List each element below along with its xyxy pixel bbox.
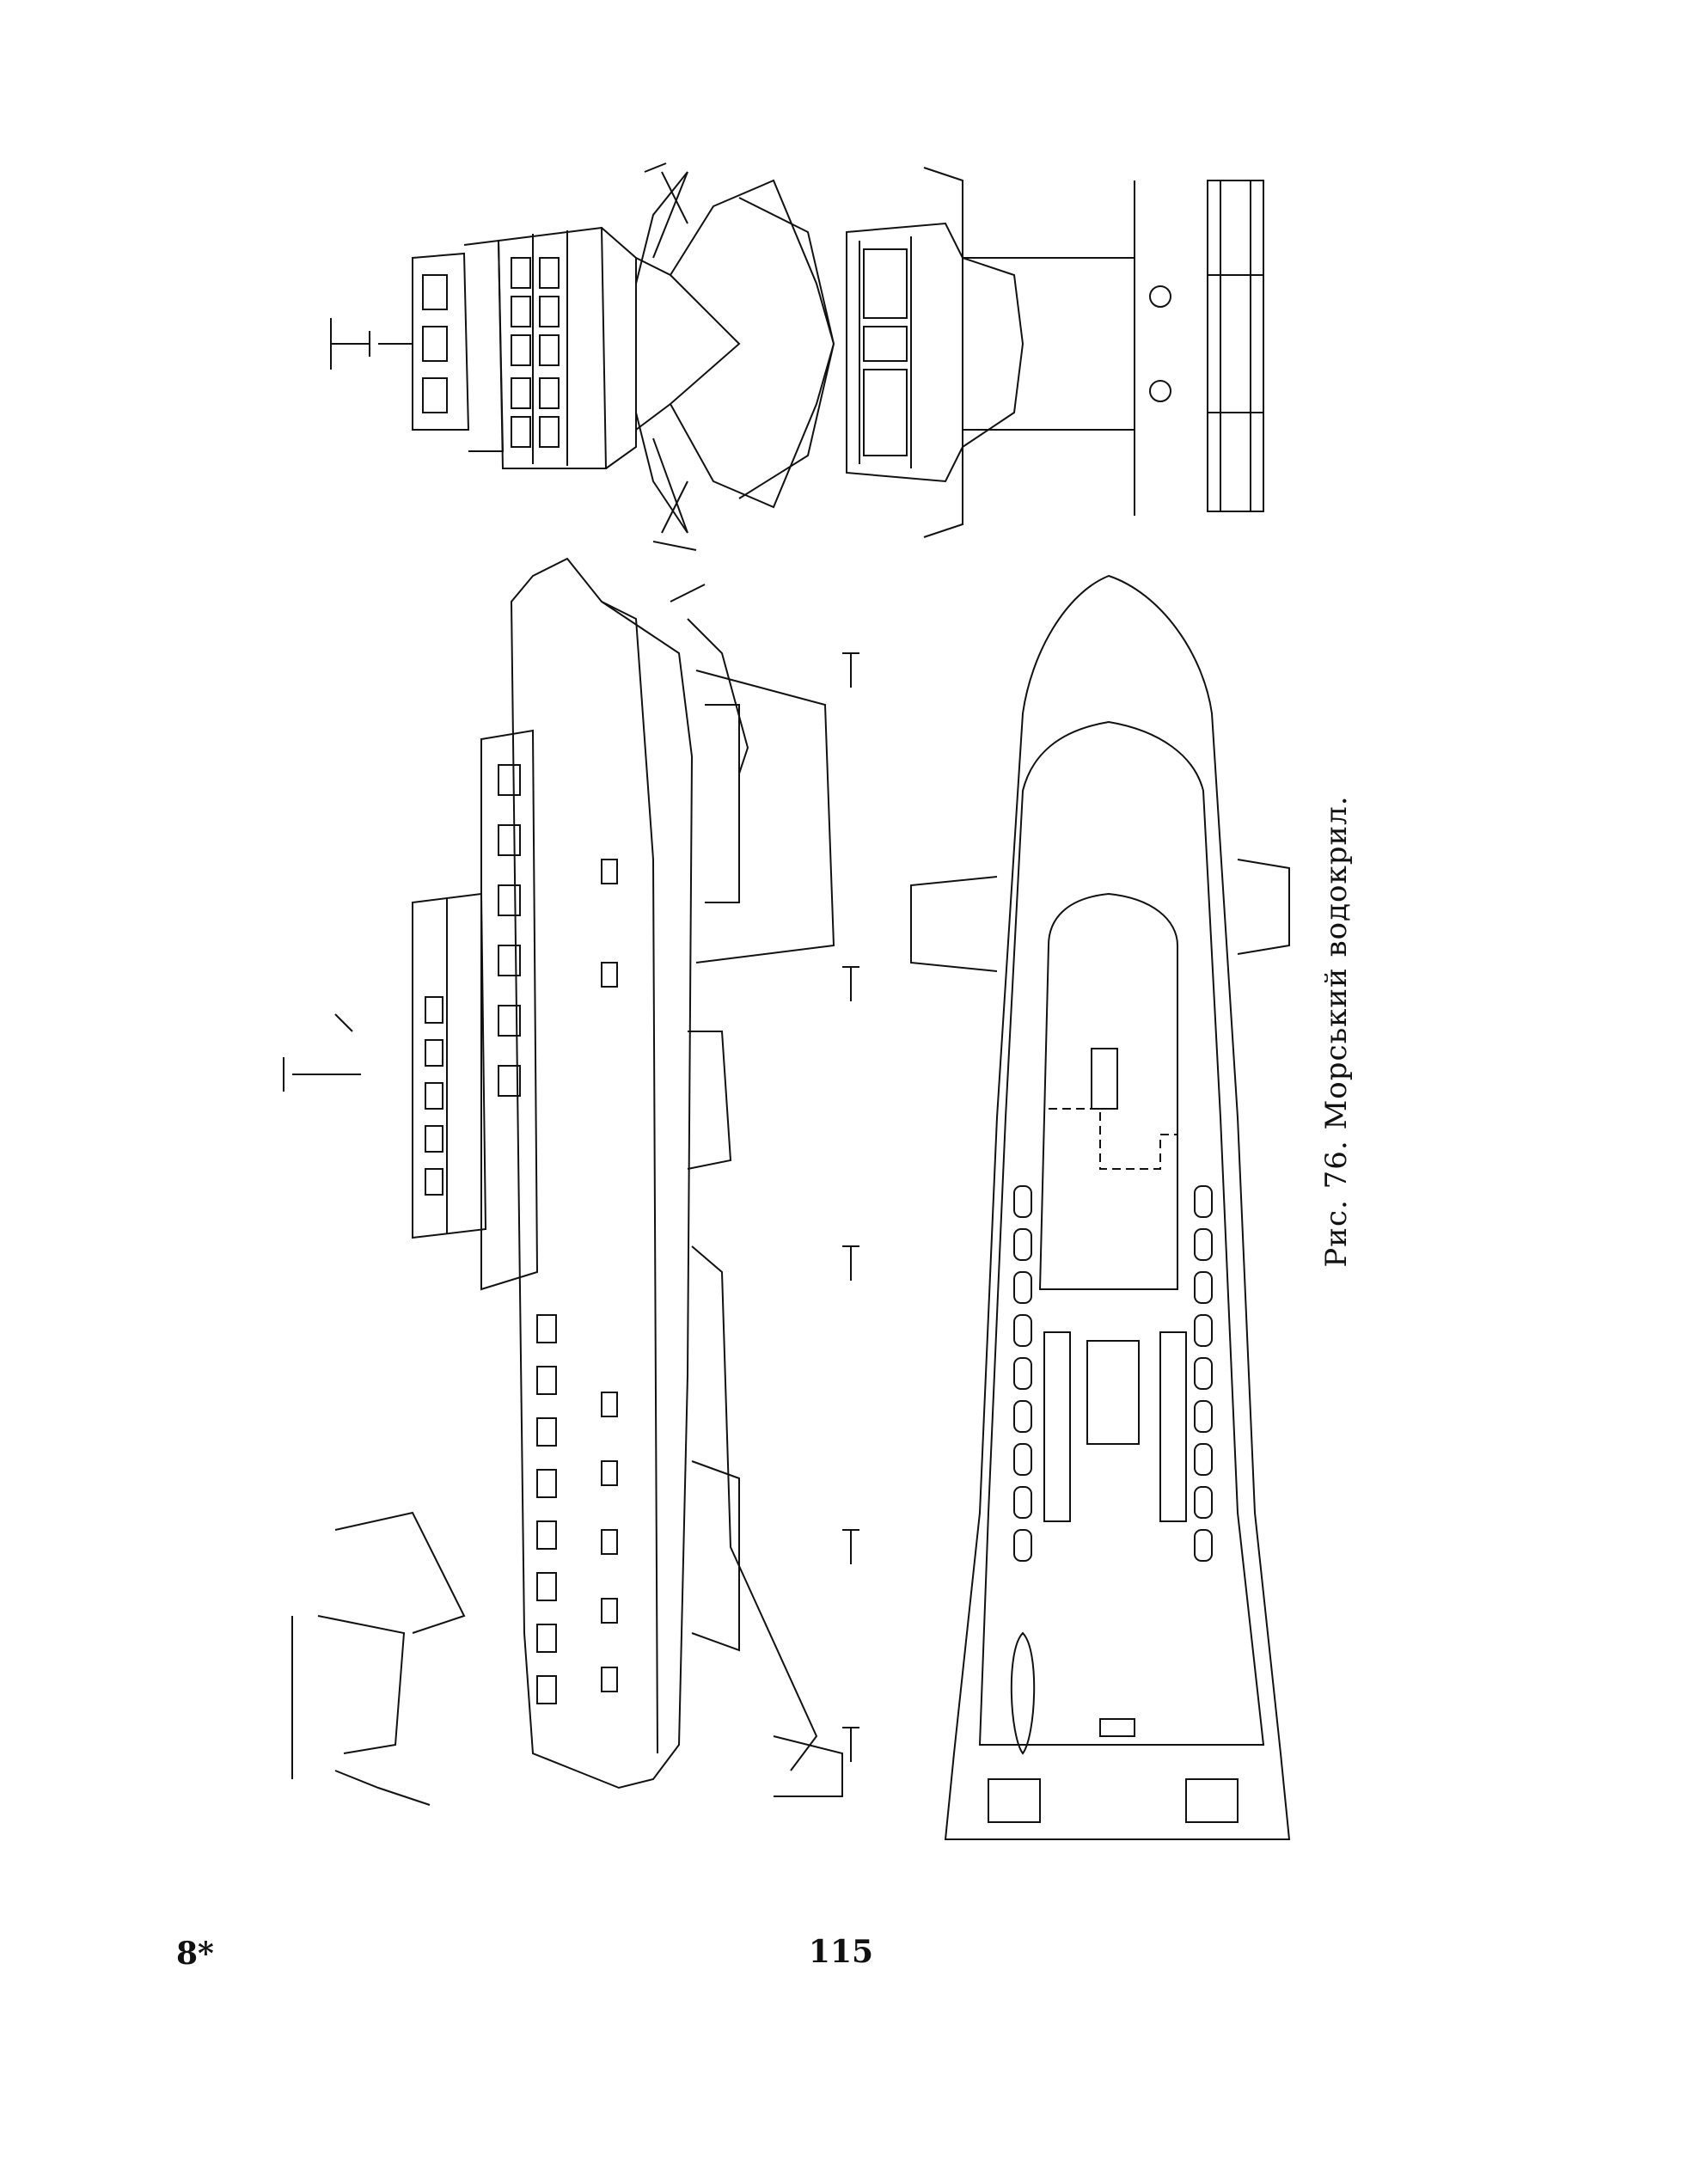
stern-view-drawing: [847, 168, 1263, 537]
figure-caption-text: Рис. 76. Морський водокрил.: [1319, 795, 1354, 1268]
signature-mark: 8*: [176, 1936, 214, 1972]
plan-view-drawing: [911, 576, 1289, 1839]
figure-caption: Рис. 76. Морський водокрил.: [1311, 795, 1362, 1267]
side-profile-drawing: [284, 559, 859, 1805]
front-view-drawing: [331, 163, 834, 602]
page-number: 115: [808, 1934, 874, 1970]
